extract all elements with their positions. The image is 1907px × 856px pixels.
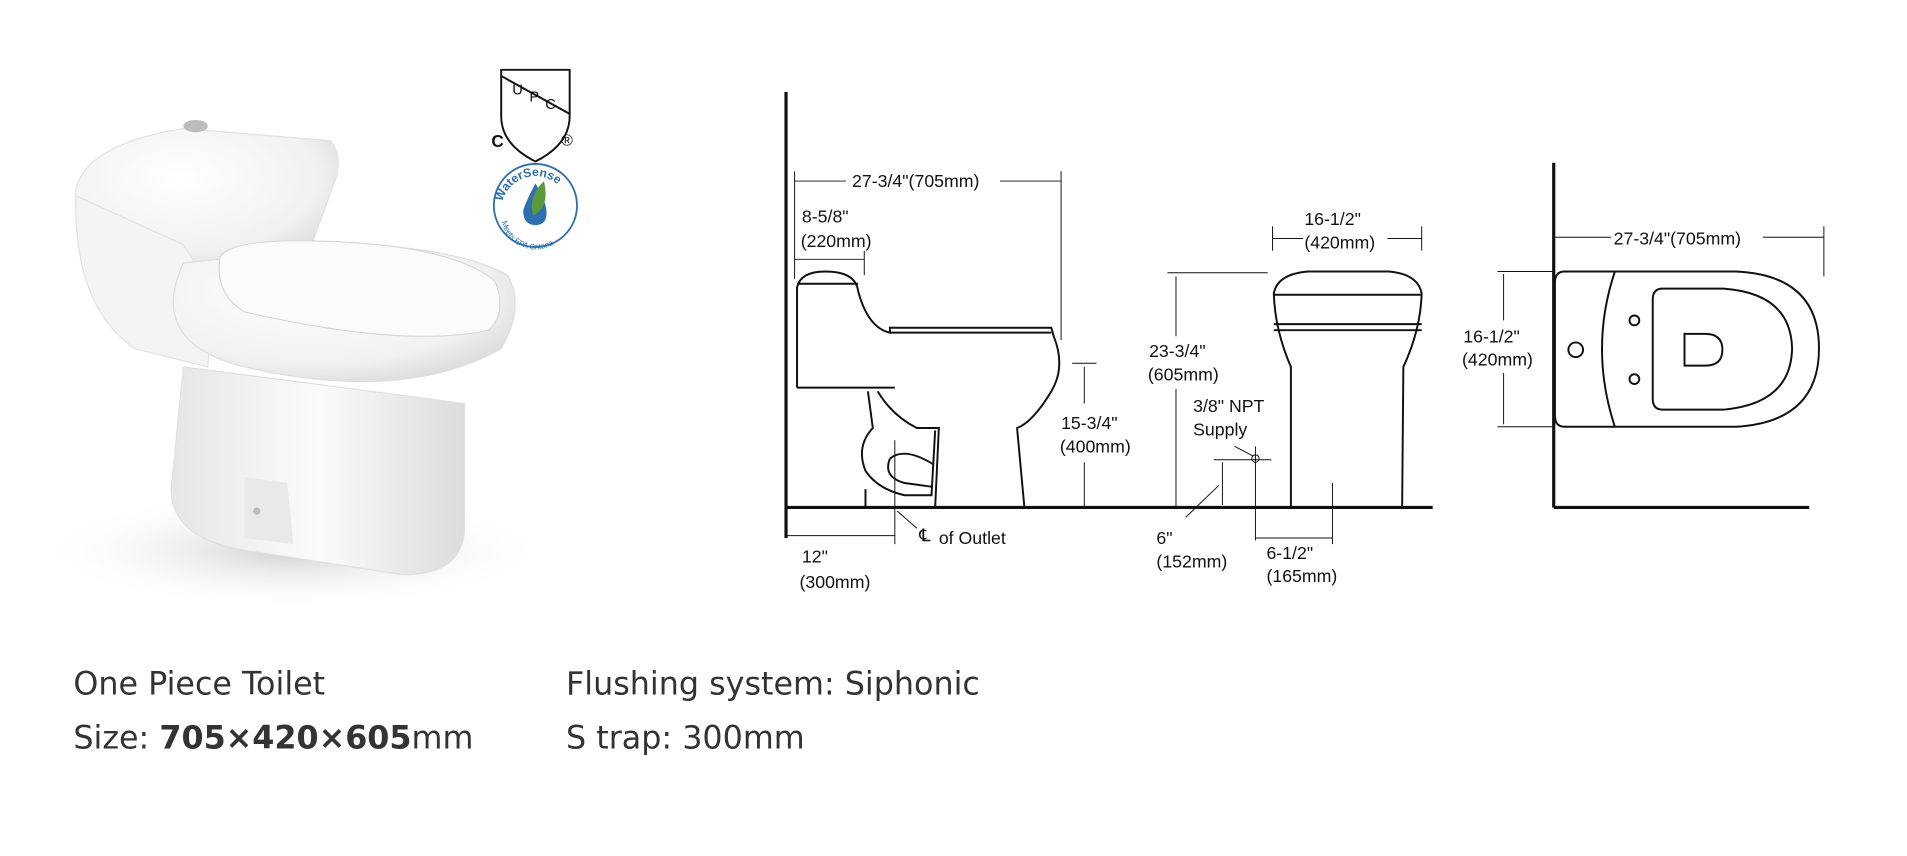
supply-height-in: 6" xyxy=(1156,528,1172,548)
side-overall-length: 27-3/4"(705mm) xyxy=(852,171,979,191)
front-view-drawing: 16-1/2" (420mm) 23-3/4" (605mm) 3/8" NPT… xyxy=(1148,209,1423,586)
front-width-mm: (420mm) xyxy=(1304,232,1375,252)
size-label: Size: xyxy=(73,720,159,756)
top-view-drawing: 27-3/4"(705mm) 16-1/2" (420mm) xyxy=(1462,162,1825,510)
rough-in-mm: (300mm) xyxy=(799,572,870,592)
size-spec: Size: 705×420×605mm xyxy=(73,720,473,756)
supply-offset-in: 6-1/2" xyxy=(1266,543,1313,563)
seat-height-in: 15-3/4" xyxy=(1061,413,1118,433)
watersense-logo: WaterSense Meets EPA Criteria xyxy=(492,163,578,252)
toilet-product-photo xyxy=(36,119,551,612)
size-value: 705×420×605 xyxy=(159,720,411,756)
supply-offset-mm: (165mm) xyxy=(1266,566,1337,586)
side-view-drawing: 27-3/4"(705mm) 8-5/8" (220mm) 15-3/4" (4… xyxy=(784,91,1433,592)
supply-label-1: 3/8" NPT xyxy=(1193,396,1264,416)
upc-prefix: C xyxy=(491,132,503,151)
upc-certification-logo: U P C C ® xyxy=(491,68,573,163)
product-name: One Piece Toilet xyxy=(73,666,325,702)
total-height-mm: (605mm) xyxy=(1148,364,1219,384)
trap-spec: S trap: 300mm xyxy=(566,720,805,756)
total-height-in: 23-3/4" xyxy=(1149,341,1206,361)
top-length: 27-3/4"(705mm) xyxy=(1614,229,1741,249)
svg-text:P: P xyxy=(529,90,539,106)
svg-text:C: C xyxy=(545,97,556,113)
svg-text:U: U xyxy=(512,82,523,98)
flushing-system: Flushing system: Siphonic xyxy=(566,666,980,702)
front-width-in: 16-1/2" xyxy=(1304,209,1361,229)
tank-depth-in: 8-5/8" xyxy=(802,207,849,227)
registered-mark: ® xyxy=(561,133,573,150)
top-width-in: 16-1/2" xyxy=(1463,326,1520,346)
outlet-label: of Outlet xyxy=(939,528,1006,548)
tank-depth-mm: (220mm) xyxy=(801,231,872,251)
centerline-symbol: ℄ xyxy=(918,526,931,546)
supply-label-2: Supply xyxy=(1193,419,1247,439)
size-unit: mm xyxy=(412,720,474,756)
supply-height-mm: (152mm) xyxy=(1156,551,1227,571)
spec-captions: One Piece Toilet Size: 705×420×605mm Flu… xyxy=(73,666,980,756)
seat-height-mm: (400mm) xyxy=(1060,436,1131,456)
rough-in-in: 12" xyxy=(802,546,828,566)
top-width-mm: (420mm) xyxy=(1462,350,1533,370)
